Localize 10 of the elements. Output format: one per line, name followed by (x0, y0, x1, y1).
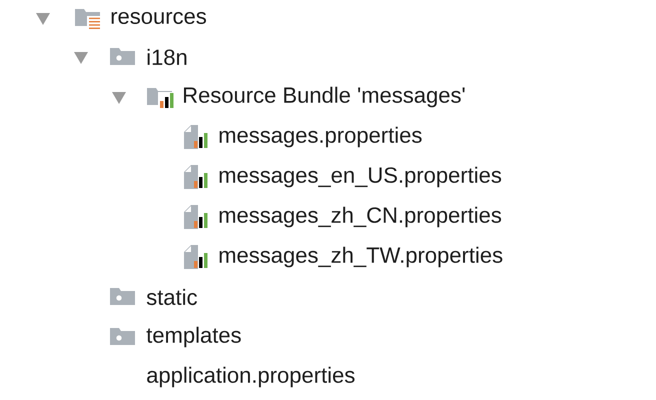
tree-item-label: messages.properties (220, 126, 422, 148)
tree-item-label: static (146, 288, 197, 306)
tree-item-label: resources (112, 12, 206, 24)
tree-item-label: application.properties (147, 366, 354, 388)
tree-item-label: Resource Bundle 'messages' (184, 86, 465, 108)
tree-item-label: templates (146, 326, 241, 348)
tree-item-label: messages_zh_TW.properties (220, 246, 502, 268)
tree-item-label: i18n (148, 48, 186, 66)
tree-item-label: messages_en_US.properties (220, 166, 502, 188)
tree-item-label: messages_zh_CN.properties (220, 206, 502, 228)
